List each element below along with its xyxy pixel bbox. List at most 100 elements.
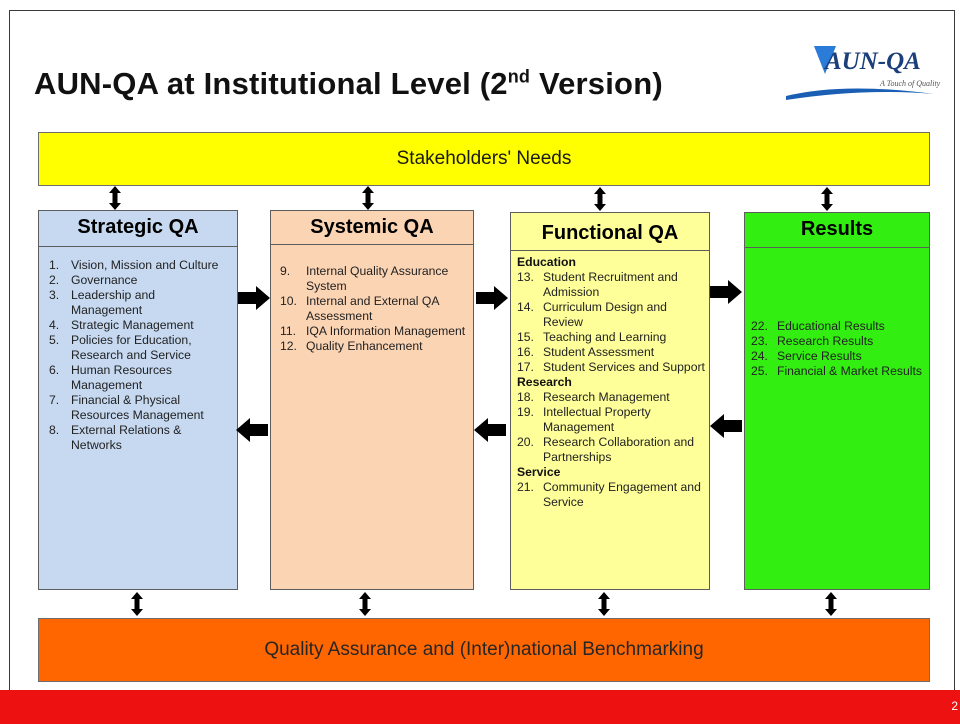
item-text: Human Resources Management: [71, 363, 172, 392]
double-arrow-vertical-icon: [598, 592, 610, 616]
aun-qa-logo: [786, 46, 934, 100]
item-number: 16.: [517, 345, 534, 359]
item-number: 14.: [517, 300, 534, 314]
list-item: 14.Curriculum Design and Review: [517, 300, 707, 330]
item-text: Financial & Physical Resources Managemen…: [71, 393, 204, 422]
item-number: 8.: [49, 423, 60, 437]
item-number: 5.: [49, 333, 60, 347]
item-text: Research Collaboration and Partnerships: [543, 435, 695, 464]
item-text: Governance: [71, 273, 138, 287]
service-list: 21. Community Engagement and Service: [517, 480, 707, 510]
logo-tagline: A Touch of Quality: [880, 79, 941, 88]
functional-qa-box: Functional QA Education 13. Student Recru…: [510, 212, 710, 590]
results-list: 22. Educational Results 23. Research Result…: [751, 319, 929, 379]
item-text: External Relations & Networks: [71, 423, 182, 452]
strategic-qa-list: 1. Vision, Mission and Culture 2. Governanc…: [49, 258, 229, 453]
benchmarking-band: Quality Assurance and (Inter)national Be…: [38, 618, 930, 682]
list-item: 18. Research Management: [517, 390, 707, 405]
item-text: Internal and External QA Assessment: [306, 294, 439, 323]
item-text: Financial & Market Results: [777, 364, 922, 378]
double-arrow-vertical-icon: [109, 186, 121, 210]
list-item: 9. Internal Quality Assurance System: [280, 264, 466, 294]
arrow-right-icon: [238, 286, 270, 310]
list-item: 25. Financial & Market Results: [751, 364, 929, 379]
logo-triangle-icon: [814, 46, 836, 74]
item-number: 2.: [49, 273, 60, 287]
double-arrow-vertical-icon: [362, 186, 374, 210]
item-number: 12.: [280, 339, 297, 353]
item-number: 17.: [517, 360, 534, 374]
item-number: 9.: [280, 264, 291, 278]
arrow-left-icon: [710, 414, 742, 438]
item-text: Teaching and Learning: [543, 330, 667, 344]
list-item: 7. Financial & Physical Resources Managem…: [49, 393, 229, 423]
item-text: Strategic Management: [71, 318, 194, 332]
arrow-right-icon: [476, 286, 508, 310]
item-text: Leadership and Management: [71, 288, 156, 317]
arrow-left-icon: [474, 418, 506, 442]
logo-swoosh-icon: [786, 88, 934, 100]
section-label-service: Service: [517, 465, 561, 479]
item-text: Research Management: [543, 390, 670, 404]
item-number: 1.: [49, 258, 60, 272]
item-text: Vision, Mission and Culture: [71, 258, 219, 272]
list-item: 23. Research Results: [751, 334, 929, 349]
page-number: 2: [951, 699, 958, 713]
section-label-education: Education: [517, 255, 576, 269]
functional-qa-heading: Functional QA: [511, 213, 709, 251]
item-number: 13.: [517, 270, 534, 284]
item-text: Community Engagement and Service: [543, 480, 701, 509]
list-item: 2. Governance: [49, 273, 229, 288]
arrow-right-icon: [710, 280, 742, 304]
slide-title: AUN-QA at Institutional Level (2nd Versi…: [34, 66, 663, 101]
double-arrow-vertical-icon: [825, 592, 837, 616]
item-number: 7.: [49, 393, 60, 407]
systemic-qa-heading: Systemic QA: [271, 211, 473, 245]
functional-qa-content: Education 13. Student Recruitment and Adm…: [517, 255, 707, 510]
double-arrow-vertical-icon: [131, 592, 143, 616]
list-item: 3. Leadership and Management: [49, 288, 229, 318]
systemic-qa-box: Systemic QA 9. Internal Quality Assurance…: [270, 210, 474, 590]
list-item: 4.Strategic Management: [49, 318, 229, 333]
footer-bar: [0, 690, 960, 724]
item-text: Educational Results: [777, 319, 885, 333]
item-text: Policies for Education, Research and Ser…: [71, 333, 192, 362]
list-item: 16. Student Assessment: [517, 345, 707, 360]
list-item: 10. Internal and External QA Assessment: [280, 294, 466, 324]
list-item: 17. Student Services and Support: [517, 360, 707, 375]
item-text: IQA Information Management: [306, 324, 466, 338]
item-number: 22.: [751, 319, 768, 333]
list-item: 5. Policies for Education, Research and S…: [49, 333, 229, 363]
list-item: 13. Student Recruitment and Admission: [517, 270, 707, 300]
item-number: 20.: [517, 435, 534, 449]
item-text: Student Services and Support: [543, 360, 705, 374]
strategic-qa-box: Strategic QA 1.Vision, Mission and Cultu…: [38, 210, 238, 590]
list-item: 15. Teaching and Learning: [517, 330, 707, 345]
item-number: 11.: [280, 324, 297, 338]
item-number: 15.: [517, 330, 534, 344]
list-item: 19.Intellectual Property Management: [517, 405, 707, 435]
list-item: 6.Human Resources Management: [49, 363, 229, 393]
list-item: 21. Community Engagement and Service: [517, 480, 707, 510]
list-item: 12.Quality Enhancement: [280, 339, 466, 354]
logo-text: AUN-QA: [825, 48, 921, 75]
item-text: Internal Quality Assurance System: [306, 264, 449, 293]
item-text: Student Recruitment and Admission: [543, 270, 678, 299]
item-number: 18.: [517, 390, 534, 404]
systemic-qa-list: 9. Internal Quality Assurance System 10. In…: [280, 264, 466, 354]
double-arrow-vertical-icon: [359, 592, 371, 616]
list-item: 20. Research Collaboration and Partnershi…: [517, 435, 707, 465]
item-text: Student Assessment: [543, 345, 655, 359]
item-text: Research Results: [777, 334, 874, 348]
list-item: 22. Educational Results: [751, 319, 929, 334]
section-label-research: Research: [517, 375, 572, 389]
item-number: 10.: [280, 294, 297, 308]
item-number: 21.: [517, 480, 534, 494]
item-number: 3.: [49, 288, 60, 302]
item-number: 23.: [751, 334, 768, 348]
item-number: 25.: [751, 364, 768, 378]
benchmarking-label: Quality Assurance and (Inter)national Be…: [264, 639, 704, 660]
list-item: 11. IQA Information Management: [280, 324, 466, 339]
